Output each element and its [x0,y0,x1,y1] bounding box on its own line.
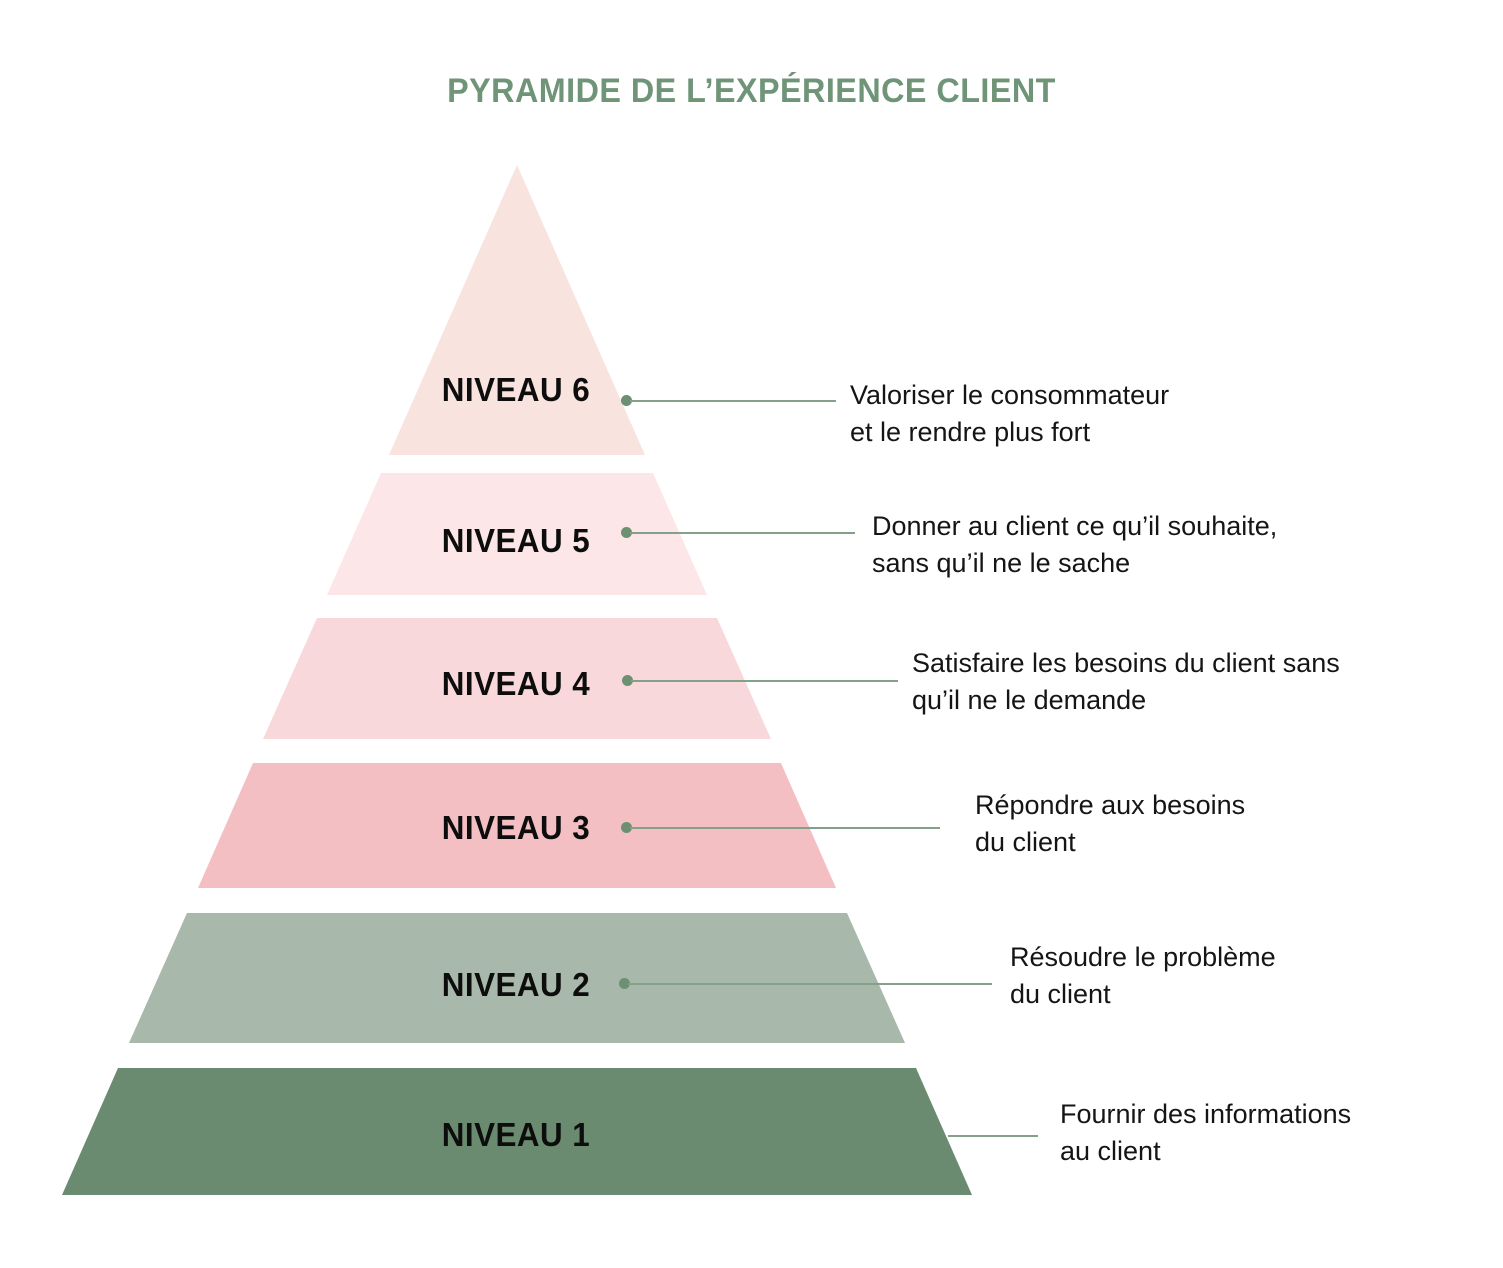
level-5-connector-dot [621,527,632,538]
level-5-label: NIVEAU 5 [441,522,591,559]
level-3-annotation-line-1: Répondre aux besoins [975,790,1246,820]
level-6-connector-dot [621,395,632,406]
level-4-annotation: Satisfaire les besoins du client sans qu… [912,645,1340,719]
level-2-annotation-line-1: Résoudre le problème [1010,942,1276,972]
level-1-annotation-line-1: Fournir des informations [1060,1099,1352,1129]
level-3-connector-line [630,827,940,829]
level-5-annotation: Donner au client ce qu’il souhaite, sans… [872,508,1277,582]
level-5-annotation-line-1: Donner au client ce qu’il souhaite, [872,511,1278,541]
level-3-annotation-line-2: du client [975,827,1076,857]
level-1-annotation-line-2: au client [1060,1136,1161,1166]
level-3-connector-dot [621,822,632,833]
level-2-shape [129,913,905,1043]
level-6-shape [389,165,645,455]
level-2-connector-dot [619,978,630,989]
level-2-label: NIVEAU 2 [441,966,591,1003]
level-1-shape [62,1068,972,1195]
level-1-connector-line [948,1135,1038,1137]
level-3-label: NIVEAU 3 [441,809,591,846]
level-5-annotation-line-2: sans qu’il ne le sache [872,548,1131,578]
level-1-label: NIVEAU 1 [441,1116,591,1153]
level-4-annotation-line-1: Satisfaire les besoins du client sans [912,648,1340,678]
level-4-connector-dot [622,675,633,686]
level-2-connector-line [628,983,992,985]
page-title: PYRAMIDE DE L’EXPÉRIENCE CLIENT [447,72,1056,110]
level-2-annotation: Résoudre le problème du client [1010,939,1276,1013]
level-4-connector-line [631,680,898,682]
level-2-annotation-line-2: du client [1010,979,1111,1009]
level-4-annotation-line-2: qu’il ne le demande [912,685,1147,715]
level-3-shape [198,763,836,888]
level-6-annotation-line-1: Valoriser le consommateur [850,380,1170,410]
level-4-shape [263,618,771,739]
level-6-annotation: Valoriser le consommateur et le rendre p… [850,377,1169,451]
level-6-annotation-line-2: et le rendre plus fort [850,417,1091,447]
level-3-annotation: Répondre aux besoins du client [975,787,1245,861]
level-5-shape [327,473,707,595]
level-4-label: NIVEAU 4 [441,665,591,702]
level-6-connector-line [630,400,836,402]
level-5-connector-line [630,532,855,534]
level-6-label: NIVEAU 6 [441,371,591,408]
level-1-annotation: Fournir des informations au client [1060,1096,1351,1170]
